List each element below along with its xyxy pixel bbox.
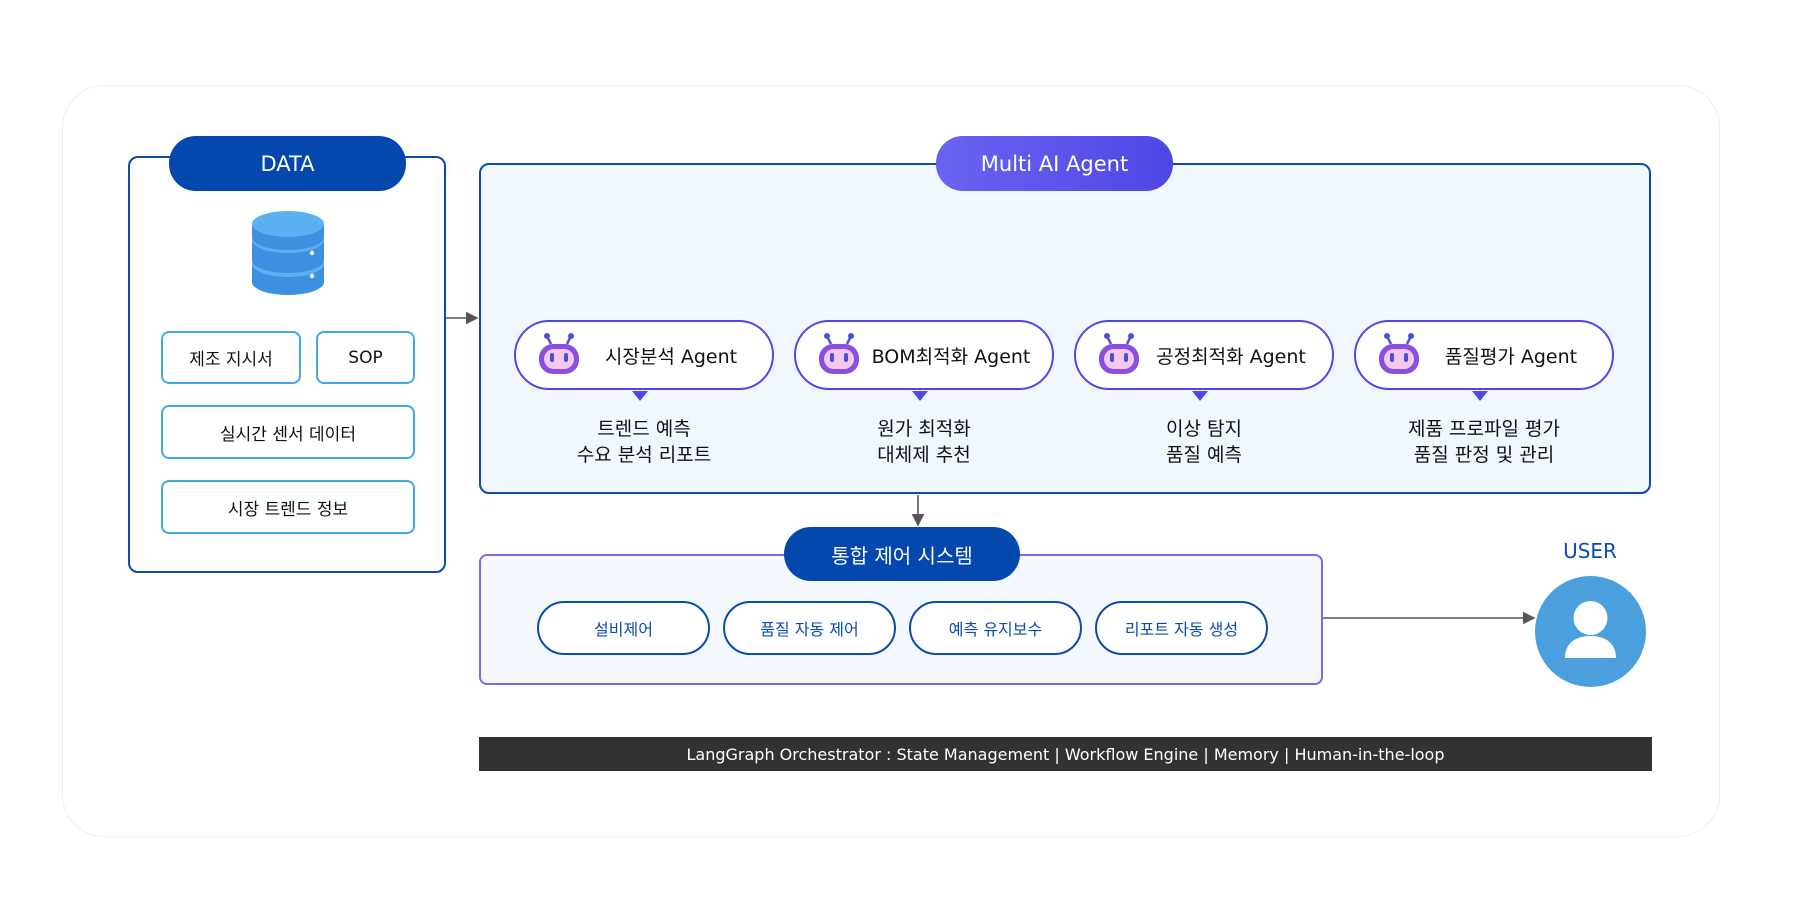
data-title: DATA xyxy=(169,136,406,191)
agent-desc-line: 트렌드 예측 xyxy=(597,418,691,440)
agent-description: 트렌드 예측 수요 분석 리포트 xyxy=(504,416,784,468)
agent-desc-line: 제품 프로파일 평가 xyxy=(1408,418,1560,440)
robot-icon xyxy=(819,333,859,374)
agent-desc-line: 품질 예측 xyxy=(1166,444,1242,466)
agent-market-analysis: 시장분석 Agent xyxy=(514,320,774,390)
robot-icon xyxy=(539,333,579,374)
agent-desc-line: 품질 판정 및 관리 xyxy=(1413,444,1555,466)
agent-description: 이상 탐지 품질 예측 xyxy=(1064,416,1344,468)
agent-process-optimization: 공정최적화 Agent xyxy=(1074,320,1334,390)
agent-pointer xyxy=(632,391,648,401)
agent-quality-evaluation: 품질평가 Agent xyxy=(1354,320,1614,390)
robot-icon xyxy=(1099,333,1139,374)
agent-desc-line: 대체제 추천 xyxy=(877,444,971,466)
agent-description: 제품 프로파일 평가 품질 판정 및 관리 xyxy=(1344,416,1624,468)
source-sensor-data: 실시간 센서 데이터 xyxy=(161,405,415,459)
agent-desc-line: 이상 탐지 xyxy=(1166,418,1242,440)
agent-pointer xyxy=(1472,391,1488,401)
predictive-maintenance-button[interactable]: 예측 유지보수 xyxy=(909,601,1082,655)
source-market-trend: 시장 트렌드 정보 xyxy=(161,480,415,534)
agent-pointer xyxy=(912,391,928,401)
agent-desc-line: 원가 최적화 xyxy=(877,418,971,440)
user-icon xyxy=(1535,576,1646,687)
equipment-control-button[interactable]: 설비제어 xyxy=(537,601,710,655)
source-sop: SOP xyxy=(316,331,415,384)
source-manufacturing-order: 제조 지시서 xyxy=(161,331,301,384)
database-icon xyxy=(252,211,324,295)
agent-description: 원가 최적화 대체제 추천 xyxy=(784,416,1064,468)
agent-label: 품질평가 Agent xyxy=(1444,345,1578,368)
quality-auto-control-button[interactable]: 품질 자동 제어 xyxy=(723,601,896,655)
agent-label: 시장분석 Agent xyxy=(604,345,738,368)
agent-panel-title: Multi AI Agent xyxy=(936,136,1173,191)
control-panel-title: 통합 제어 시스템 xyxy=(784,527,1020,581)
user-label: USER xyxy=(1563,539,1617,563)
orchestrator-bar: LangGraph Orchestrator : State Managemen… xyxy=(479,737,1652,771)
agent-label: BOM최적화 Agent xyxy=(871,345,1031,368)
auto-report-button[interactable]: 리포트 자동 생성 xyxy=(1095,601,1268,655)
agent-desc-line: 수요 분석 리포트 xyxy=(576,444,712,466)
agent-label: 공정최적화 Agent xyxy=(1156,345,1306,368)
agent-bom-optimization: BOM최적화 Agent xyxy=(794,320,1054,390)
robot-icon xyxy=(1379,333,1419,374)
agent-pointer xyxy=(1192,391,1208,401)
